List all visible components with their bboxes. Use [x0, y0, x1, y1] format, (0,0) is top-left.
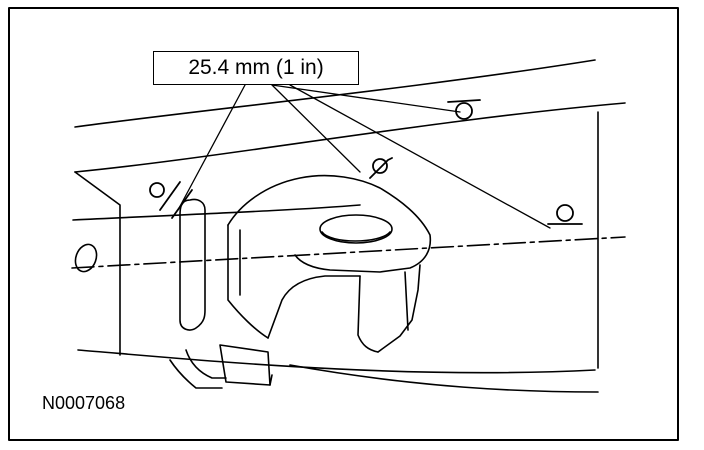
centerline	[71, 236, 626, 269]
tow-hook-bracket	[227, 174, 432, 353]
leader-lines	[177, 84, 551, 229]
frame-rail	[72, 59, 626, 393]
side-hole	[74, 243, 98, 273]
bottom-clip	[169, 344, 273, 389]
slot	[179, 198, 206, 331]
figure-id-label: N0007068	[42, 393, 126, 413]
centerline-symbols	[149, 99, 583, 225]
dimension-callout: 25.4 mm (1 in)	[153, 51, 359, 85]
figure-border	[8, 7, 679, 441]
